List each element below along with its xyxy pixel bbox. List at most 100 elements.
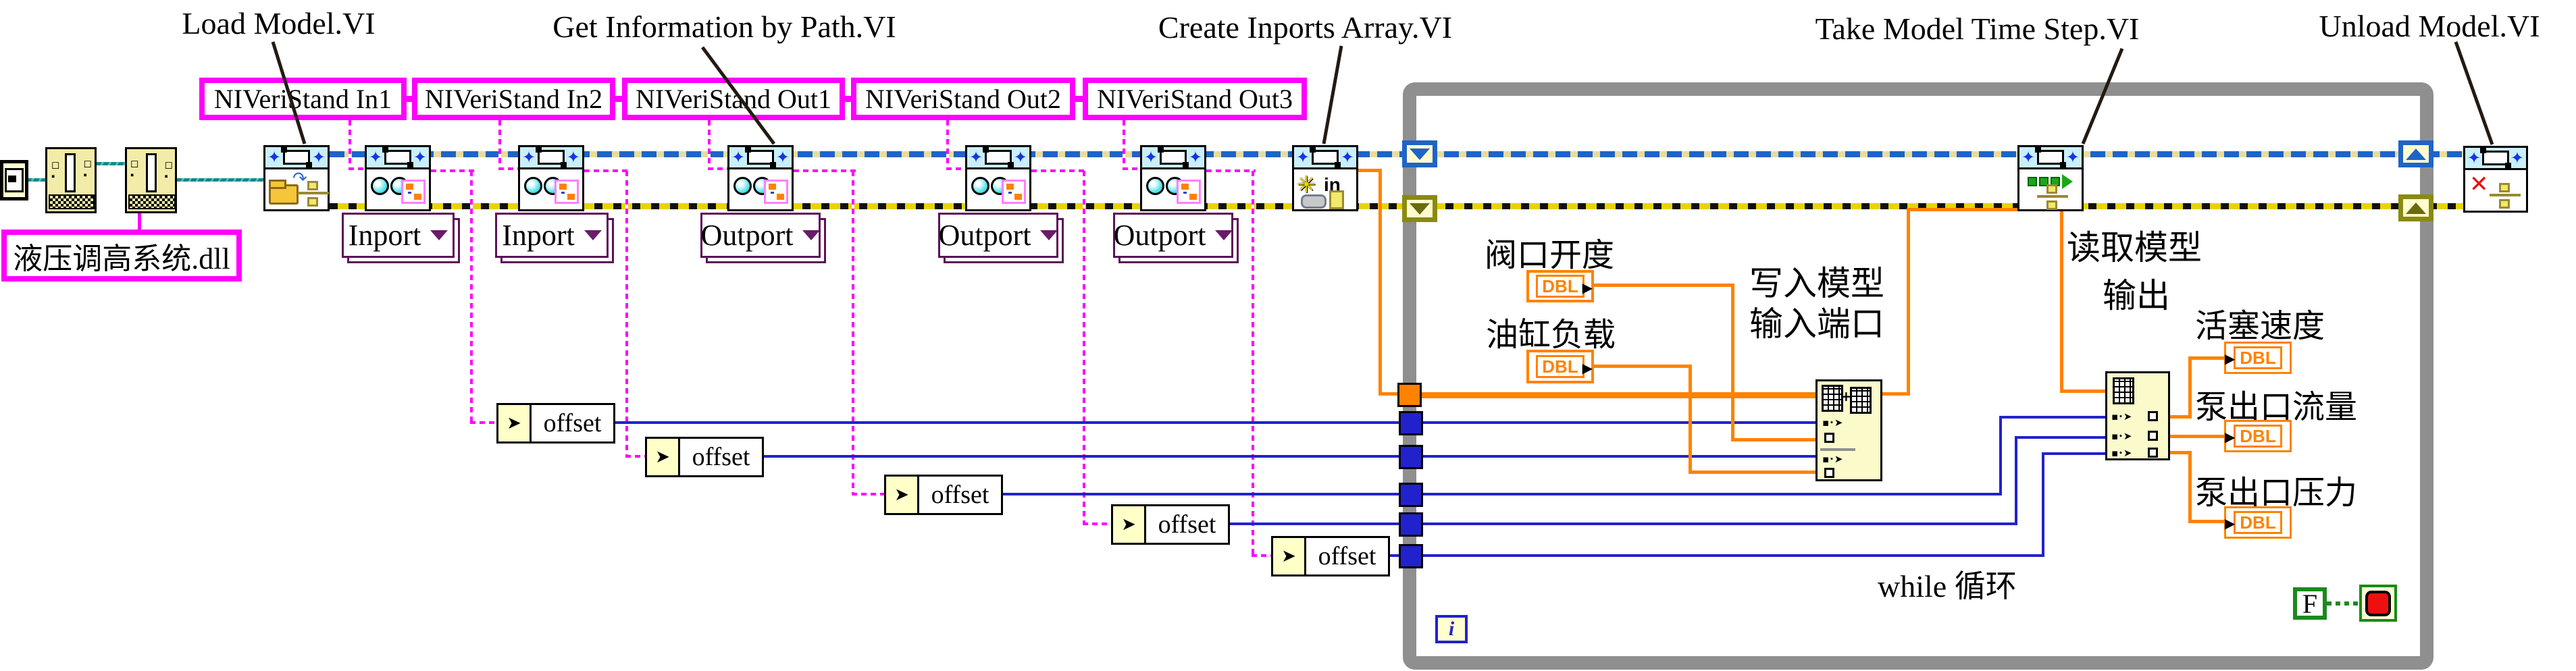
get-info-vi-out3[interactable]: ✦✦ xyxy=(1140,145,1206,211)
cluster-wire-3-in[interactable] xyxy=(852,493,884,495)
inports-array-wire-b[interactable] xyxy=(1379,169,1382,395)
label-wire-out3-h[interactable] xyxy=(1123,167,1141,170)
cluster-wire-1-in[interactable] xyxy=(470,421,496,424)
create-inports-array-vi[interactable]: ✦✦ ✳ in xyxy=(1292,145,1358,211)
false-constant[interactable]: F xyxy=(2293,587,2327,620)
offset-wire-3[interactable] xyxy=(1003,493,2002,495)
outport-ring-1[interactable]: Outport xyxy=(700,213,821,258)
offset-wire-3-b[interactable] xyxy=(1999,416,2105,419)
get-info-vi-out1[interactable]: ✦✦ xyxy=(727,145,794,211)
inports-array-wire-main[interactable] xyxy=(1418,392,1815,398)
get-info-vi-out2[interactable]: ✦✦ xyxy=(965,145,1031,211)
cylinder-load-label[interactable]: 油缸负载 xyxy=(1486,317,1616,353)
strip-path-function[interactable]: ◻▪ ◻▪ xyxy=(45,147,97,213)
offset-wire-2[interactable] xyxy=(764,455,1815,458)
valve-dbl-wire-b[interactable] xyxy=(1731,284,1734,441)
offset-wire-4-v[interactable] xyxy=(2015,436,2017,525)
channel-label-out2[interactable]: NIVeriStand Out2 xyxy=(851,78,1075,120)
label-wire-out1-h[interactable] xyxy=(708,167,729,170)
read-out1-wire-b[interactable] xyxy=(2188,356,2192,419)
path-wire-1[interactable] xyxy=(27,178,45,182)
read-out3-wire-c[interactable] xyxy=(2188,520,2224,523)
label-wire-out1[interactable] xyxy=(708,120,711,169)
offset-constant-4[interactable]: ➤offset xyxy=(1111,504,1230,545)
dll-path-constant[interactable] xyxy=(0,160,28,200)
model-reference-wire[interactable] xyxy=(330,151,2463,157)
label-wire-in1-h[interactable] xyxy=(349,167,366,170)
channel-label-out1[interactable]: NIVeriStand Out1 xyxy=(622,78,845,120)
label-wire-out2-h[interactable] xyxy=(946,167,967,170)
while-loop-label[interactable]: while 循环 xyxy=(1878,569,2017,603)
get-info-vi-in1[interactable]: ✦✦ xyxy=(365,145,431,211)
channel-label-in1[interactable]: NIVeriStand In1 xyxy=(199,78,407,120)
cluster-wire-4-v[interactable] xyxy=(1083,171,1085,524)
offset-constant-2[interactable]: ➤offset xyxy=(645,437,764,477)
cylinder-load-dbl-control[interactable]: DBL ▶ xyxy=(1526,350,1594,383)
read-model-outputs-label-2[interactable]: 输出 xyxy=(2103,277,2170,315)
inport-ring-2[interactable]: Inport xyxy=(495,213,609,258)
tunnel-inports-array[interactable] xyxy=(1397,383,1422,407)
offset-wire-3-v[interactable] xyxy=(1999,416,2002,495)
inports-array-wire-a[interactable] xyxy=(1358,169,1382,172)
write-step-wire-b[interactable] xyxy=(1907,209,1910,396)
label-wire-out2[interactable] xyxy=(946,120,949,169)
write-step-wire-c[interactable] xyxy=(1907,208,2019,211)
outport-ring-3[interactable]: Outport xyxy=(1113,213,1233,258)
cluster-wire-3-h[interactable] xyxy=(794,169,856,172)
offset-constant-1[interactable]: ➤offset xyxy=(496,403,615,444)
piston-speed-label[interactable]: 活塞速度 xyxy=(2195,308,2325,344)
channel-label-in2[interactable]: NIVeriStand In2 xyxy=(412,78,615,120)
inport-ring-1[interactable]: Inport xyxy=(342,213,455,258)
read-model-outputs-label-1[interactable]: 读取模型 xyxy=(2067,229,2202,267)
read-out1-wire-c[interactable] xyxy=(2188,356,2224,360)
pump-pressure-dbl-indicator[interactable]: ▶ DBL xyxy=(2224,506,2292,539)
get-info-vi-in2[interactable]: ✦✦ xyxy=(518,145,584,211)
label-wire-in1[interactable] xyxy=(349,120,351,169)
step-read-wire-b[interactable] xyxy=(2060,390,2105,393)
offset-wire-5-b[interactable] xyxy=(2042,452,2105,455)
iteration-terminal[interactable]: i xyxy=(1435,615,1468,643)
cluster-wire-4-h[interactable] xyxy=(1031,169,1087,172)
dll-name-wire[interactable] xyxy=(138,212,141,231)
cluster-wire-5-in[interactable] xyxy=(1252,554,1271,557)
tunnel-offset-5[interactable] xyxy=(1399,544,1423,568)
label-wire-in2-h[interactable] xyxy=(498,167,519,170)
tunnel-offset-3[interactable] xyxy=(1399,483,1423,507)
valve-dbl-wire-a[interactable] xyxy=(1594,284,1734,287)
cluster-wire-2-h[interactable] xyxy=(584,169,629,172)
channel-label-out3[interactable]: NIVeriStand Out3 xyxy=(1083,78,1307,120)
offset-constant-5[interactable]: ➤offset xyxy=(1271,536,1390,576)
read-out3-wire-a[interactable] xyxy=(2170,451,2192,454)
label-wire-out3[interactable] xyxy=(1123,120,1125,169)
pump-pressure-label[interactable]: 泵出口压力 xyxy=(2195,475,2358,511)
offset-wire-5-v[interactable] xyxy=(2042,452,2044,557)
valve-opening-dbl-control[interactable]: DBL ▶ xyxy=(1526,270,1594,302)
loop-input-tunnel-reference[interactable] xyxy=(1402,140,1437,167)
stop-wire[interactable] xyxy=(2327,601,2361,606)
load-dbl-wire-b[interactable] xyxy=(1689,365,1692,474)
loop-output-tunnel-error[interactable] xyxy=(2398,194,2433,221)
cluster-wire-4-in[interactable] xyxy=(1083,522,1111,525)
write-model-inputs-label-1[interactable]: 写入模型 xyxy=(1749,265,1884,302)
path-wire-3[interactable] xyxy=(177,178,263,182)
cluster-wire-1-h[interactable] xyxy=(431,169,474,172)
cluster-wire-1-v[interactable] xyxy=(470,171,473,423)
offset-wire-1[interactable] xyxy=(615,421,1815,424)
valve-dbl-wire-c[interactable] xyxy=(1731,438,1815,441)
offset-wire-4[interactable] xyxy=(1230,522,2017,525)
step-read-wire-a[interactable] xyxy=(2060,211,2063,393)
error-wire[interactable] xyxy=(330,203,2463,209)
outport-ring-2[interactable]: Outport xyxy=(938,213,1058,258)
read-out3-wire-b[interactable] xyxy=(2188,451,2192,522)
valve-opening-label[interactable]: 阀口开度 xyxy=(1485,238,1615,273)
tunnel-offset-1[interactable] xyxy=(1399,411,1423,435)
piston-speed-dbl-indicator[interactable]: ▶ DBL xyxy=(2224,342,2292,374)
cluster-wire-2-in[interactable] xyxy=(625,455,645,458)
write-step-wire-a[interactable] xyxy=(1882,392,1910,396)
cluster-wire-5-h[interactable] xyxy=(1206,169,1256,172)
read-model-outports-node[interactable]: ▪·➤ ▪·➤ ▪·➤ xyxy=(2105,371,2170,460)
tunnel-offset-4[interactable] xyxy=(1399,512,1423,537)
write-model-inports-node[interactable]: + ▪·➤ ▪·➤ xyxy=(1815,379,1882,481)
build-path-function[interactable]: ◻▪ ◻▪ xyxy=(125,147,177,213)
label-wire-in2[interactable] xyxy=(498,120,501,169)
